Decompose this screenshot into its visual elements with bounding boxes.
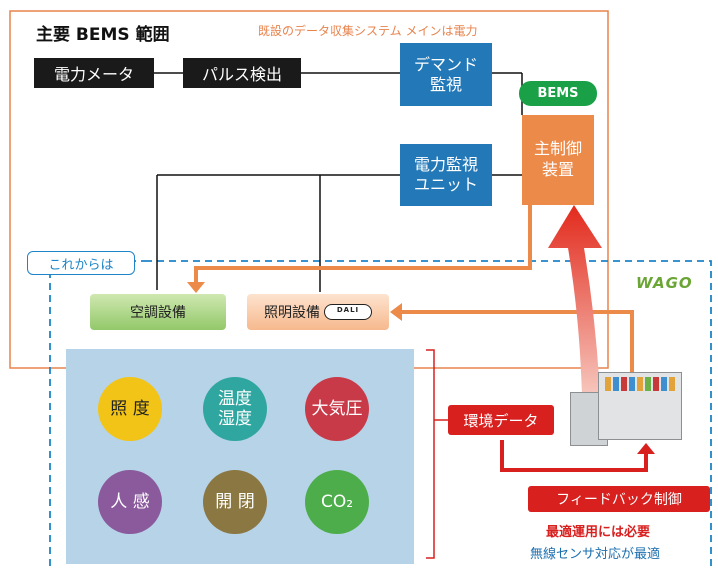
sensor-label: 湿度	[218, 409, 252, 429]
demand-monitor-line1: デマンド	[413, 54, 478, 74]
required-note: 最適運用には必要	[546, 525, 651, 540]
sensor-label: 照 度	[110, 398, 150, 419]
lighting-label: 照明設備	[264, 305, 320, 321]
dali-logo: DALI	[324, 304, 372, 320]
main-controller-line1: 主制御	[533, 139, 582, 159]
sensor-air-pressure: 大気圧	[305, 377, 369, 441]
sensor-open-close: 開 閉	[203, 470, 267, 534]
wago-controller-device	[570, 372, 682, 446]
wireless-note: 無線センサ対応が最適	[530, 547, 661, 562]
pulse-detect-box: パルス検出	[183, 58, 301, 88]
main-controller-line2: 装置	[541, 160, 574, 179]
power-monitor-unit-line2: ユニット	[413, 175, 478, 194]
lighting-equipment-box: 照明設備 DALI	[247, 294, 389, 330]
sensor-label: 温度	[218, 388, 252, 409]
demand-monitor-line2: 監視	[429, 74, 462, 94]
sensor-temperature-humidity: 温度湿度	[203, 377, 267, 441]
sensor-label: 開 閉	[215, 491, 255, 512]
bems-badge: BEMS	[519, 81, 597, 106]
main-controller-box: 主制御 装置	[522, 115, 594, 205]
sensor-co2: CO₂	[305, 470, 369, 534]
wago-logo: WAGO	[636, 274, 693, 292]
bems-scope-title: 主要 BEMS 範囲	[36, 25, 170, 45]
power-monitor-unit-line1: 電力監視	[413, 155, 478, 174]
hvac-equipment-box: 空調設備	[90, 294, 226, 330]
io-module-rack	[598, 372, 682, 440]
sensor-illuminance: 照 度	[98, 377, 162, 441]
feedback-control-box: フィードバック制御	[528, 486, 710, 512]
environment-data-box: 環境データ	[448, 405, 554, 435]
demand-monitor-box: デマンド 監視	[400, 43, 492, 106]
sensor-motion: 人 感	[98, 470, 162, 534]
sensor-label: 大気圧	[311, 398, 363, 419]
future-tag: これからは	[27, 251, 135, 275]
existing-system-caption: 既設のデータ収集システム メインは電力	[258, 24, 478, 38]
power-meter-box: 電力メータ	[34, 58, 154, 88]
sensor-label: CO₂	[320, 491, 354, 512]
sensor-label: 人 感	[110, 491, 150, 512]
power-monitor-unit-box: 電力監視 ユニット	[400, 144, 492, 206]
